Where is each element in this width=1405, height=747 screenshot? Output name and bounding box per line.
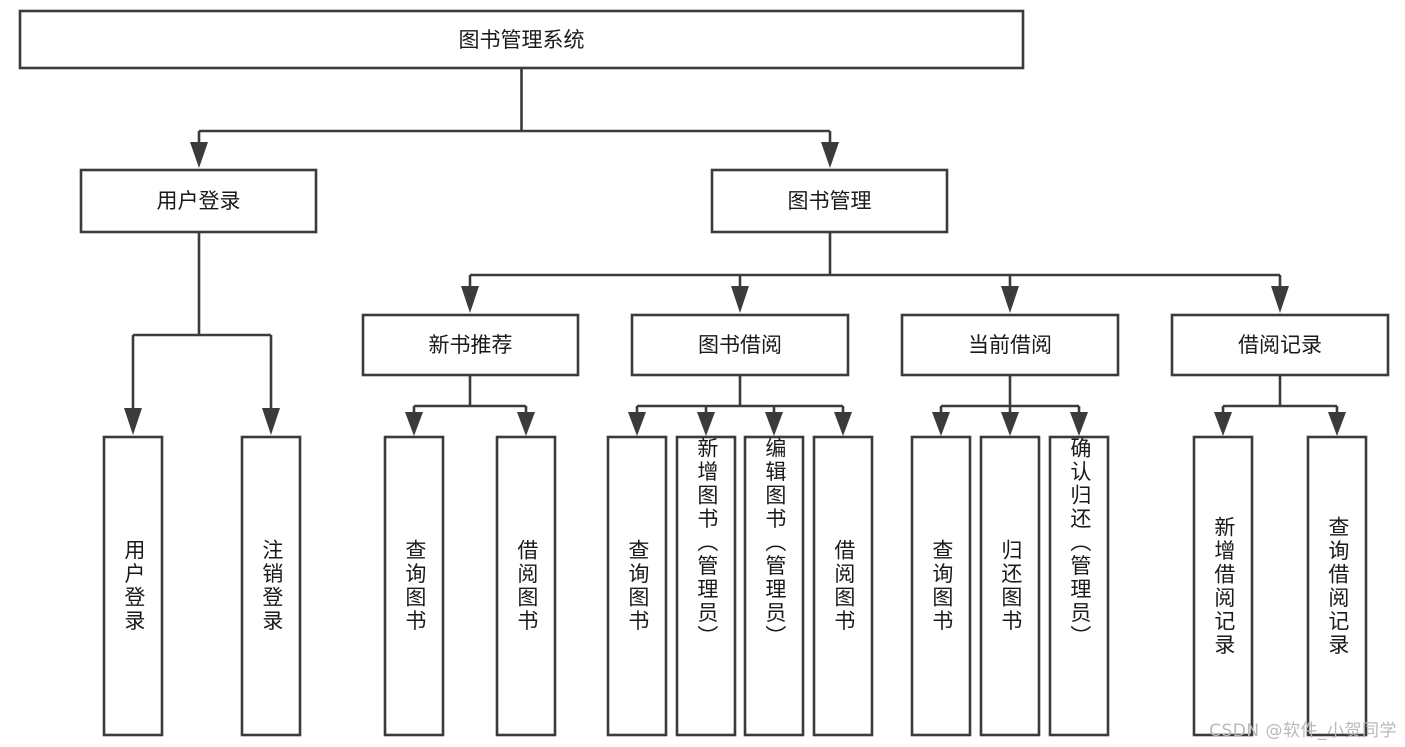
leaf-edit-book-box[interactable] — [743, 435, 805, 737]
leaf-return-book-box[interactable] — [979, 435, 1041, 737]
leaf-add-record-box[interactable] — [1192, 435, 1254, 737]
node-book-borrow[interactable]: 图书借阅 — [630, 313, 850, 377]
arrow-to-leaf-add-book — [697, 412, 715, 436]
leaf-query-book-1-box[interactable] — [383, 435, 445, 737]
node-current-borrow[interactable]: 当前借阅 — [900, 313, 1120, 377]
arrow-to-leaf-borrow-book-2 — [834, 412, 852, 436]
arrow-to-leaf-query-book-3 — [932, 412, 950, 436]
arrow-to-leaf-edit-book — [765, 412, 783, 436]
arrow-to-leaf-add-record — [1214, 412, 1232, 436]
leaf-query-book-3-box[interactable] — [910, 435, 972, 737]
arrow-to-leaf-query-book-2 — [628, 412, 646, 436]
leaf-confirm-return-box[interactable] — [1048, 435, 1110, 737]
arrow-to-borrow-record — [1271, 286, 1289, 313]
leaf-query-book-2-box[interactable] — [606, 435, 668, 737]
node-current-borrow-label: 当前借阅 — [968, 333, 1052, 357]
arrow-to-leaf-query-book-1 — [405, 412, 423, 436]
arrow-to-book-manage — [821, 142, 839, 168]
edges-book-borrow-to-leaves — [628, 375, 852, 436]
node-new-book-recommend-box[interactable] — [361, 313, 580, 377]
node-book-borrow-label: 图书借阅 — [698, 333, 782, 357]
node-book-manage-box[interactable] — [710, 168, 949, 234]
node-book-manage[interactable]: 图书管理 — [710, 168, 949, 234]
edges-current-borrow-to-leaves — [932, 375, 1088, 436]
node-borrow-record-label: 借阅记录 — [1238, 333, 1322, 357]
csdn-watermark: CSDN @软件_小贺同学 — [1209, 721, 1397, 741]
node-new-book-recommend-label: 新书推荐 — [429, 333, 513, 357]
arrow-to-leaf-query-record — [1328, 412, 1346, 436]
edges-user-login-to-leaves — [124, 232, 280, 435]
node-user-login-label: 用户登录 — [157, 189, 241, 213]
arrow-to-leaf-borrow-book-1 — [517, 412, 535, 436]
leaf-query-record-box[interactable] — [1306, 435, 1368, 737]
node-user-login-box[interactable] — [79, 168, 318, 234]
edges-borrow-record-to-leaves — [1214, 375, 1346, 436]
leaf-add-book-box[interactable] — [675, 435, 737, 737]
node-borrow-record-box[interactable] — [1170, 313, 1390, 377]
leaf-boxes — [102, 435, 1368, 737]
edges-root-to-level2 — [190, 68, 839, 168]
node-root-box[interactable] — [18, 9, 1025, 70]
node-root-label: 图书管理系统 — [459, 28, 585, 52]
leaf-user-login-box[interactable] — [102, 435, 164, 737]
leaf-user-logout-box[interactable] — [240, 435, 302, 737]
leaf-borrow-book-1-box[interactable] — [495, 435, 557, 737]
arrow-to-current-borrow — [1001, 286, 1019, 313]
node-borrow-record[interactable]: 借阅记录 — [1170, 313, 1390, 377]
edges-book-manage-to-level3 — [461, 232, 1289, 313]
node-user-login[interactable]: 用户登录 — [79, 168, 318, 234]
arrow-to-new-book-recommend — [461, 286, 479, 313]
edges-new-book-recommend-to-leaves — [405, 375, 535, 436]
arrow-to-leaf-confirm-return — [1070, 412, 1088, 436]
arrow-to-book-borrow — [731, 286, 749, 313]
arrow-to-leaf-user-logout — [262, 408, 280, 435]
arrow-to-user-login — [190, 142, 208, 168]
node-new-book-recommend[interactable]: 新书推荐 — [361, 313, 580, 377]
node-current-borrow-box[interactable] — [900, 313, 1120, 377]
arrow-to-leaf-return-book — [1001, 412, 1019, 436]
arrow-to-leaf-user-login — [124, 408, 142, 435]
leaf-borrow-book-2-box[interactable] — [812, 435, 874, 737]
node-book-manage-label: 图书管理 — [788, 189, 872, 213]
node-book-borrow-box[interactable] — [630, 313, 850, 377]
node-root[interactable]: 图书管理系统 — [18, 9, 1025, 70]
